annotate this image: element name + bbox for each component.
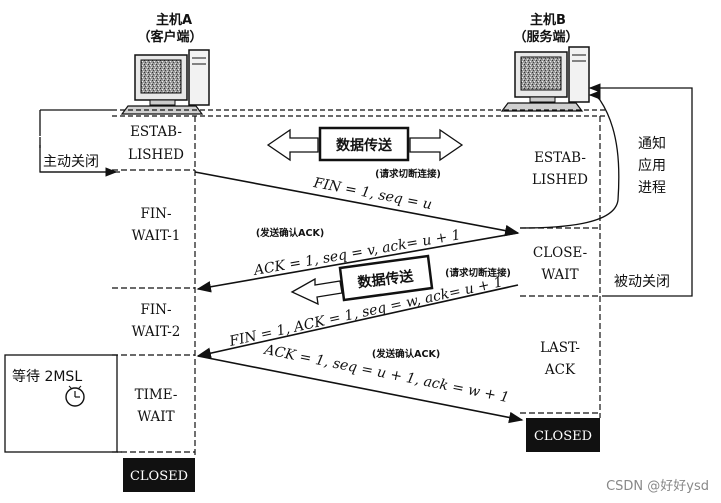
data-transfer-mid-arrow (290, 254, 434, 306)
server-state-established-1: ESTAB- (534, 150, 586, 166)
segment-4-arrow (197, 355, 524, 424)
server-closed-label: CLOSED (534, 429, 592, 444)
server-state-close-wait-b: WAIT (541, 267, 578, 283)
server-state-established-2: LISHED (532, 172, 588, 188)
notify-app-label-2: 应用 (638, 157, 666, 174)
segment-1-note: (请求切断连接) (375, 168, 441, 180)
client-state-separators (112, 169, 195, 453)
wait-2msl-box (4, 354, 118, 453)
client-state-fin-wait-1-b: WAIT-1 (132, 228, 181, 244)
client-state-fin-wait-2-a: FIN- (140, 302, 171, 318)
client-state-fin-wait-1-a: FIN- (140, 206, 171, 222)
data-transfer-mid-label: 数据传送 (357, 268, 416, 292)
client-state-established-2: LISHED (128, 147, 184, 163)
server-state-last-ack-b: ACK (544, 362, 576, 378)
host-a-role: （客户端） (137, 29, 202, 45)
client-state-fin-wait-2-b: WAIT-2 (132, 324, 181, 340)
segment-1-label: FIN = 1, seq = u (311, 175, 433, 213)
server-state-close-wait-a: CLOSE- (533, 245, 587, 261)
passive-close-bracket (588, 83, 693, 297)
host-b-role: （服务端） (513, 29, 578, 45)
notify-app-curve-arrow (519, 90, 620, 229)
notify-app-label-1: 通知 (638, 135, 666, 152)
passive-close-label: 被动关闭 (614, 274, 670, 290)
notify-app-label-3: 进程 (638, 180, 666, 196)
clock-icon (65, 385, 85, 407)
segment-1-arrow (194, 171, 520, 237)
client-closed-box (123, 458, 195, 492)
server-state-last-ack-a: LAST- (540, 340, 580, 356)
host-a-title: 主机A (156, 12, 192, 28)
data-transfer-top-arrow (266, 126, 464, 162)
client-closed-label: CLOSED (130, 469, 188, 484)
client-state-established-1: ESTAB- (130, 124, 182, 140)
segment-4-note: (发送确认ACK) (372, 348, 440, 360)
segment-2-note: (发送确认ACK) (256, 227, 324, 239)
host-b-computer-icon (500, 46, 590, 112)
wait-2msl-label: 等待 2MSL (12, 368, 82, 385)
watermark: CSDN @好好ysd (606, 479, 709, 494)
client-state-time-wait-b: WAIT (137, 409, 174, 425)
client-state-time-wait-a: TIME- (135, 387, 178, 403)
data-transfer-top-label: 数据传送 (336, 137, 393, 154)
host-a-computer-icon (120, 49, 210, 115)
segment-2-arrow (196, 232, 519, 293)
segment-3-note: (请求切断连接) (445, 267, 511, 279)
segment-3-arrow (196, 284, 519, 359)
host-b-title: 主机B (530, 12, 566, 28)
active-close-label: 主动关闭 (43, 154, 99, 170)
server-closed-box (526, 418, 600, 452)
